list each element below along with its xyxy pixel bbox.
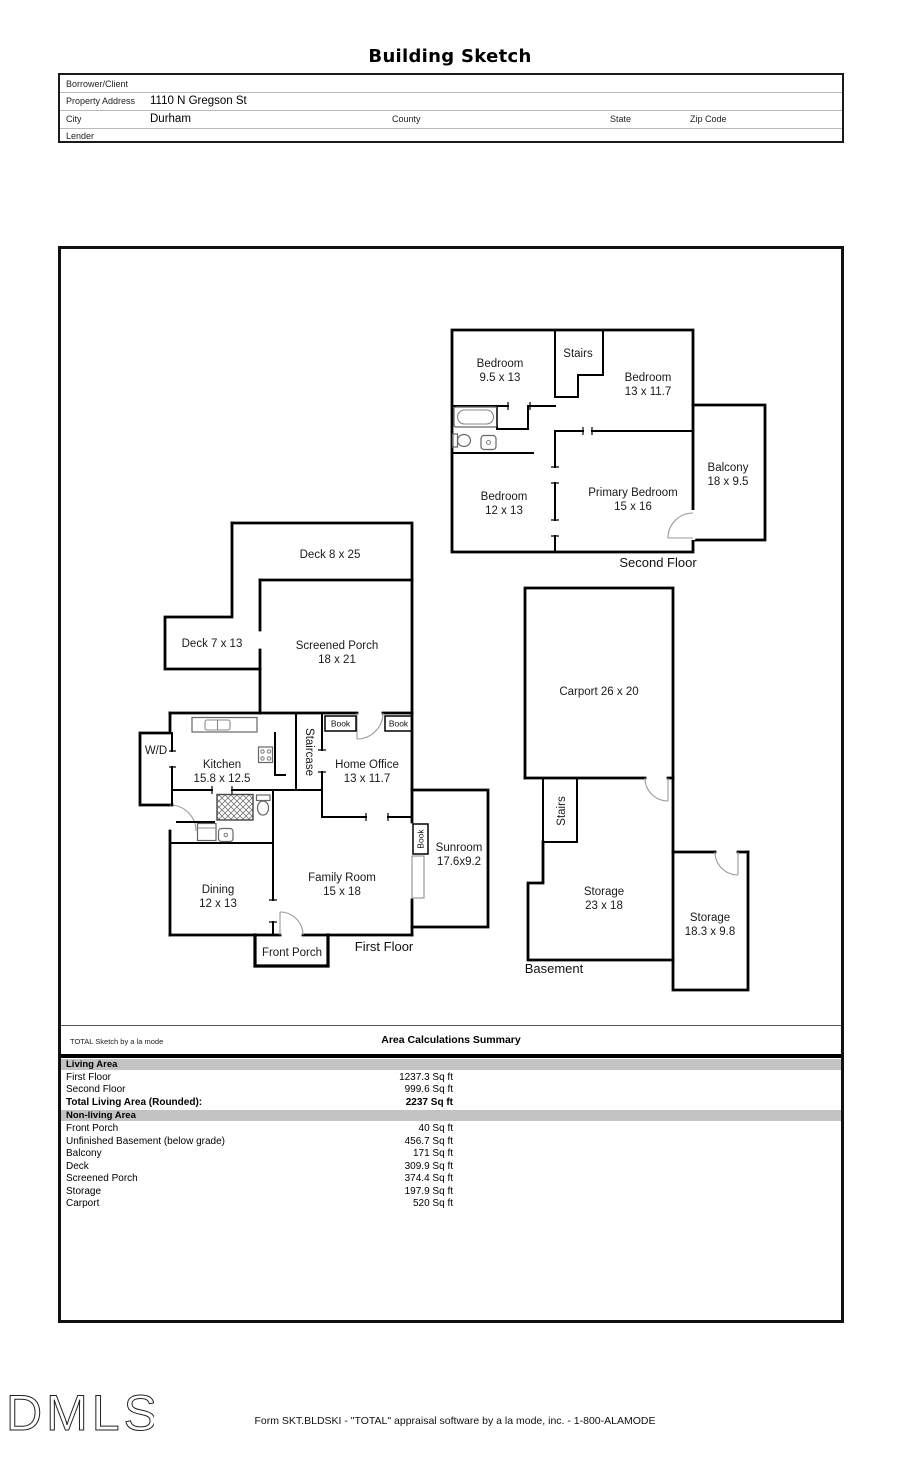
summary-heading: Area Calculations Summary [381,1034,521,1046]
toilet-icon-1f [255,794,271,816]
alamode-logo: DMLS [6,1386,155,1442]
room-label-stairs-basement: Stairs [556,796,568,826]
property-info-table: Borrower/Client Property Address 1110 N … [58,73,844,143]
basement-plan: Carport 26 x 20 Stairs Storage 23 x 18 S… [523,586,750,992]
property-address-label: Property Address [66,96,136,106]
stove-icon [257,746,274,764]
kitchen-counter-sink-icon [191,716,258,733]
bookshelf-left: Book [324,715,357,732]
summary-row-carport: Carport 520 Sq ft [66,1198,453,1209]
room-dims-bedroom-b: 13 x 11.7 [625,386,671,398]
floor-plan-sketch: Bedroom 9.5 x 13 Stairs Bedroom 13 x 11.… [138,328,767,992]
page-title: Building Sketch [368,46,532,67]
state-label: State [610,114,632,124]
summary-row-total-living: Total Living Area (Rounded): 2237 Sq ft [66,1097,453,1108]
summary-row-unfinished-basement: Unfinished Basement (below grade) 456.7 … [66,1135,453,1147]
room-label-screened-porch: Screened Porch [296,640,378,652]
room-dims-kitchen: 15.8 x 12.5 [194,773,251,785]
room-dims-primary-bedroom: 15 x 16 [614,501,652,513]
sink-icon-1f [217,827,234,843]
bookshelf-right: Book [384,715,413,732]
room-label-family-room: Family Room [308,872,376,884]
room-label-kitchen: Kitchen [203,759,241,771]
first-floor-plan: Book Book Book Deck 8 x 25 Deck 7 x 13 S… [138,521,490,968]
form-row-property: Property Address 1110 N Gregson St [60,92,842,111]
second-floor-plan: Bedroom 9.5 x 13 Stairs Bedroom 13 x 11.… [450,328,767,570]
sketch-brand-text: TOTAL Sketch by a la mode [70,1037,164,1046]
section-header-nonliving-area: Non-living Area [61,1110,841,1121]
room-label-storage-side: Storage [690,912,730,924]
room-label-carport: Carport 26 x 20 [559,686,638,698]
bathtub-icon [453,406,498,428]
room-label-sunroom: Sunroom [436,842,483,854]
room-label-wd: W/D [145,745,167,757]
room-dims-balcony: 18 x 9.5 [708,476,749,488]
summary-row-second-floor: Second Floor 999.6 Sq ft [66,1084,453,1095]
form-row-lender: Lender [60,128,842,143]
room-dims-bedroom-a: 9.5 x 13 [480,372,521,384]
summary-row-front-porch: Front Porch 40 Sq ft [66,1123,453,1134]
form-row-city: City Durham County State Zip Code [60,110,842,129]
sink-icon [480,434,497,451]
bookshelf-family-label: Book [416,829,426,849]
caption-second-floor: Second Floor [619,555,697,570]
washer-icon [196,822,217,842]
bookshelf-left-label: Book [331,719,351,729]
sketch-border [58,246,844,1323]
zip-label: Zip Code [690,114,727,124]
room-dims-storage-side: 18.3 x 9.8 [685,926,736,938]
room-dims-sunroom: 17.6x9.2 [437,856,481,868]
window-seat-icon [411,855,425,899]
summary-row-deck: Deck 309.9 Sq ft [66,1160,453,1172]
room-dims-storage-main: 23 x 18 [585,900,623,912]
bookshelf-right-label: Book [389,719,409,729]
city-label: City [66,114,82,124]
room-dims-screened-porch: 18 x 21 [318,654,356,666]
summary-row-storage: Storage 197.9 Sq ft [66,1185,453,1197]
room-label-deck-left: Deck 7 x 13 [182,638,243,650]
alamode-logo-text: DMLS [6,1386,154,1441]
property-address-value: 1110 N Gregson St [150,95,247,107]
room-label-bedroom-c: Bedroom [481,491,528,503]
caption-first-floor: First Floor [355,939,414,954]
toilet-icon [451,433,472,448]
room-dims-bedroom-c: 12 x 13 [485,505,523,517]
room-label-staircase: Staircase [303,728,315,776]
form-row-borrower: Borrower/Client [60,75,842,93]
summary-heading-divider [61,1054,841,1058]
room-label-bedroom-b: Bedroom [625,372,672,384]
room-label-dining: Dining [202,884,235,896]
lender-label: Lender [66,130,95,141]
borrower-label: Borrower/Client [66,78,129,89]
summary-row-balcony: Balcony 171 Sq ft [66,1148,453,1159]
room-label-balcony: Balcony [708,462,749,474]
summary-row-first-floor: First Floor 1237.3 Sq ft [66,1071,453,1083]
room-label-home-office: Home Office [335,759,399,771]
room-label-storage-main: Storage [584,886,624,898]
summary-top-divider [61,1025,841,1026]
section-header-living-area: Living Area [61,1059,841,1070]
room-label-deck-top: Deck 8 x 25 [300,549,361,561]
room-dims-family-room: 15 x 18 [323,886,361,898]
shower-icon [216,793,254,821]
summary-row-screened-porch: Screened Porch 374.4 Sq ft [66,1173,453,1184]
room-label-stairs-2f: Stairs [563,348,593,360]
room-label-front-porch: Front Porch [262,947,322,959]
caption-basement: Basement [525,961,584,976]
room-label-primary-bedroom: Primary Bedroom [588,487,677,499]
county-label: County [392,114,421,124]
bookshelf-family: Book [412,823,429,855]
city-value: Durham [150,113,191,125]
room-dims-home-office: 13 x 11.7 [344,773,390,785]
room-label-bedroom-a: Bedroom [477,358,524,370]
footer-form-id: Form SKT.BLDSKI - "TOTAL" appraisal soft… [254,1415,656,1427]
room-dims-dining: 12 x 13 [199,898,237,910]
